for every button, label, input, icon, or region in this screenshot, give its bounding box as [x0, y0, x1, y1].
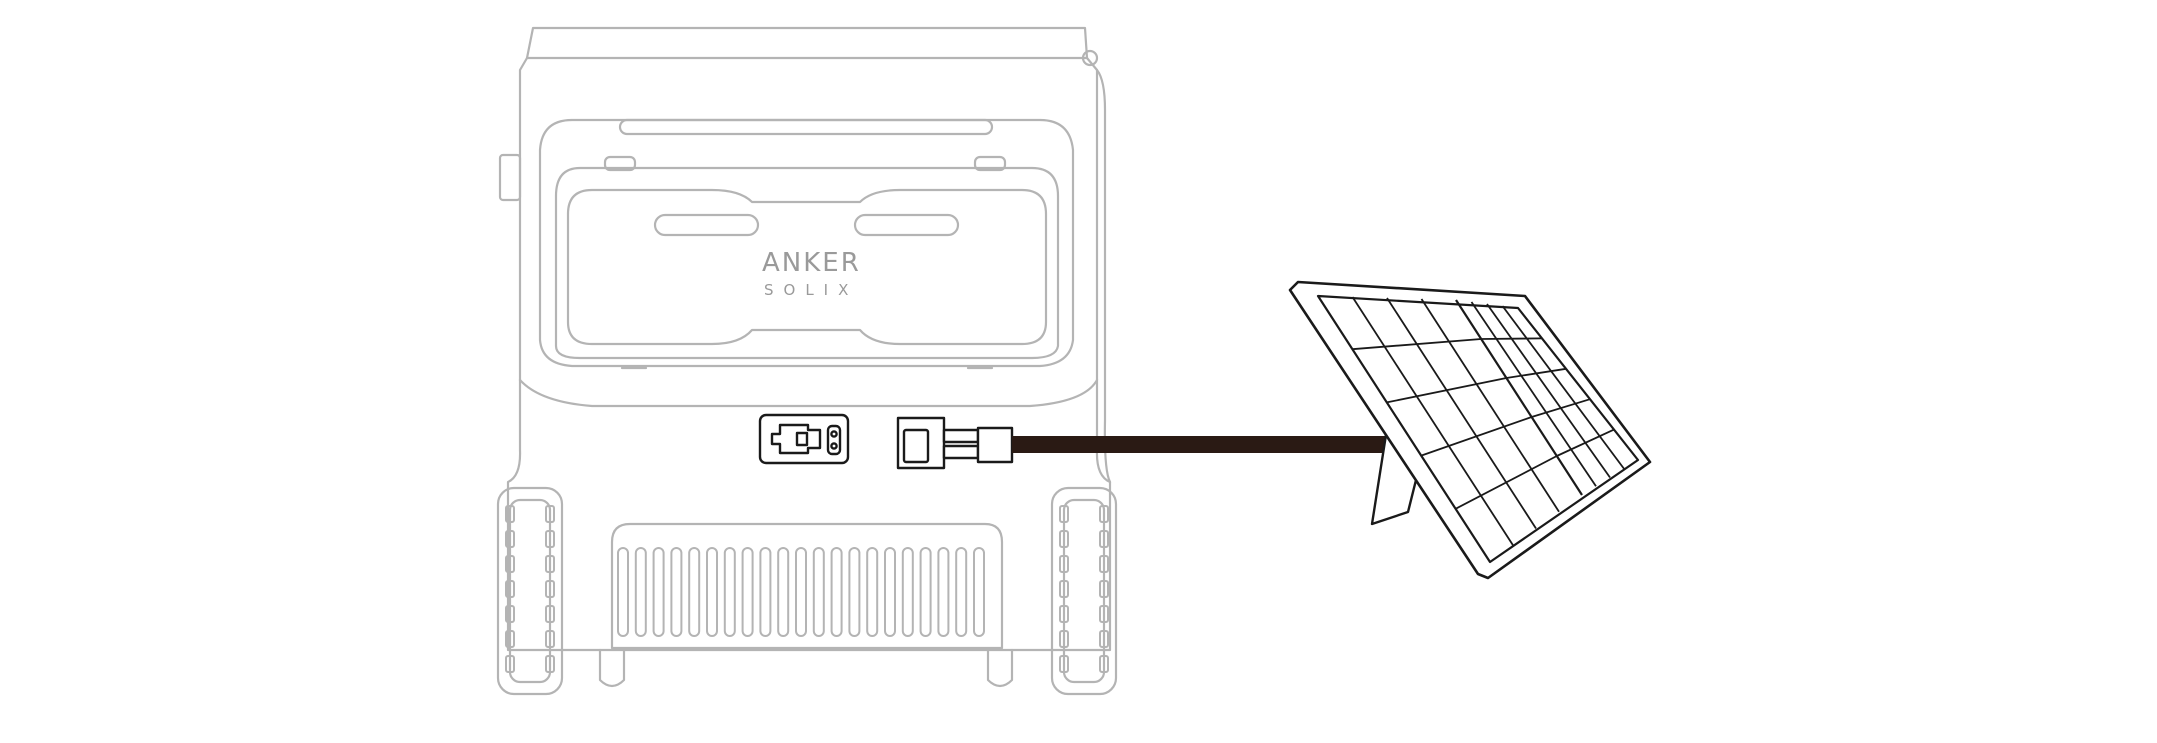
body-right-side: [1095, 68, 1112, 484]
wheel-tread: [1059, 630, 1069, 648]
grille-slot: [937, 547, 950, 637]
cable-connector: [896, 416, 1014, 470]
wheel-tread: [505, 505, 515, 523]
grille-slot: [652, 547, 665, 637]
wheel-tread: [545, 580, 555, 598]
grille-slot: [688, 547, 701, 637]
wheel-tread: [1059, 605, 1069, 623]
slot-right: [853, 213, 960, 237]
wheel-tread: [1099, 580, 1109, 598]
grille-slot: [901, 547, 914, 637]
panel-frame-inner: [1316, 294, 1640, 564]
wheel-left: [496, 486, 564, 696]
brand-sub-text: SOLIX: [764, 281, 859, 299]
foot-left: [598, 648, 626, 688]
wheel-tread: [1099, 555, 1109, 573]
panel-cell-line: [1351, 296, 1514, 546]
wheel-tread: [1059, 530, 1069, 548]
side-tab: [498, 153, 522, 202]
solar-panel: [1288, 280, 1652, 580]
grille-slot: [973, 547, 985, 637]
foot-right: [986, 648, 1014, 688]
wheel-tread: [1099, 505, 1109, 523]
grille-slot: [706, 547, 718, 637]
panel-cell-line: [1386, 297, 1537, 529]
grille-slot: [634, 547, 647, 637]
panel-cell-line: [1501, 305, 1625, 470]
wheel-tread: [545, 655, 555, 673]
wheel-tread: [1099, 655, 1109, 673]
grille-slot: [741, 547, 754, 637]
grille-slots: [617, 547, 985, 637]
panel-cell-line: [1455, 455, 1558, 510]
grille-slot: [759, 547, 772, 637]
display-recess: [566, 188, 1048, 346]
grille-slot: [795, 547, 807, 637]
top-frame-outer: [538, 118, 1075, 368]
panel-cell-line: [1556, 428, 1615, 457]
grille-slot: [723, 547, 736, 637]
wheel-tread: [1099, 605, 1109, 623]
panel-cell-line: [1470, 301, 1597, 487]
handle-bar: [618, 118, 994, 136]
panel-cell-line: [1531, 398, 1591, 418]
solar-cable: [1012, 436, 1396, 453]
panel-cell-line: [1481, 337, 1543, 340]
wheel-tread: [1059, 580, 1069, 598]
top-lid: [525, 26, 1089, 60]
panel-cell-line: [1386, 377, 1507, 404]
input-port: [758, 413, 850, 465]
grille-slot: [777, 547, 790, 637]
slot-left: [653, 213, 760, 237]
lower-body-curve: [518, 378, 1099, 408]
wheel-tread: [545, 530, 555, 548]
latch-left: [603, 155, 637, 172]
lid-knob: [1081, 49, 1099, 67]
wheel-tread: [1059, 505, 1069, 523]
wheel-tread: [1059, 655, 1069, 673]
wheel-tread: [1099, 630, 1109, 648]
panel-frame-outer: [1288, 280, 1652, 580]
wheel-tread: [545, 505, 555, 523]
grille-slot: [617, 547, 629, 637]
wheel-tread: [505, 580, 515, 598]
wheel-tread: [505, 555, 515, 573]
panel-cell-line: [1486, 303, 1611, 479]
grille-slot: [884, 547, 896, 637]
grille-slot: [955, 547, 968, 637]
wheel-tread: [1099, 530, 1109, 548]
wheel-tread: [505, 605, 515, 623]
wheel-tread: [505, 655, 515, 673]
panel-cell-line: [1352, 338, 1482, 351]
brand-logo-text: ANKER: [762, 248, 861, 278]
wheel-tread: [545, 630, 555, 648]
wheel-treads: [505, 505, 1109, 673]
wheel-right: [1050, 486, 1118, 696]
grille-panel: [610, 522, 1004, 650]
grille-slot: [866, 547, 879, 637]
wheel-tread: [545, 555, 555, 573]
power-station: [496, 26, 1118, 696]
panel-cell-line: [1506, 367, 1567, 379]
top-frame-inner: [554, 166, 1060, 360]
panel-cell-line: [1420, 298, 1560, 513]
wheel-tread: [1059, 555, 1069, 573]
body-outline: [506, 56, 1112, 652]
grille-slot: [848, 547, 861, 637]
panel-cell-line: [1420, 416, 1532, 457]
grille-slot: [919, 547, 932, 637]
panel-cell-grid: [1351, 296, 1625, 546]
grille-slot: [670, 547, 683, 637]
wheel-tread: [505, 630, 515, 648]
panel-kickstand: [1370, 421, 1420, 526]
grille-slot: [830, 547, 843, 637]
wheel-tread: [545, 605, 555, 623]
wheel-tread: [505, 530, 515, 548]
latch-right: [973, 155, 1007, 172]
grille-slot: [812, 547, 825, 637]
panel-divider: [1455, 299, 1583, 496]
